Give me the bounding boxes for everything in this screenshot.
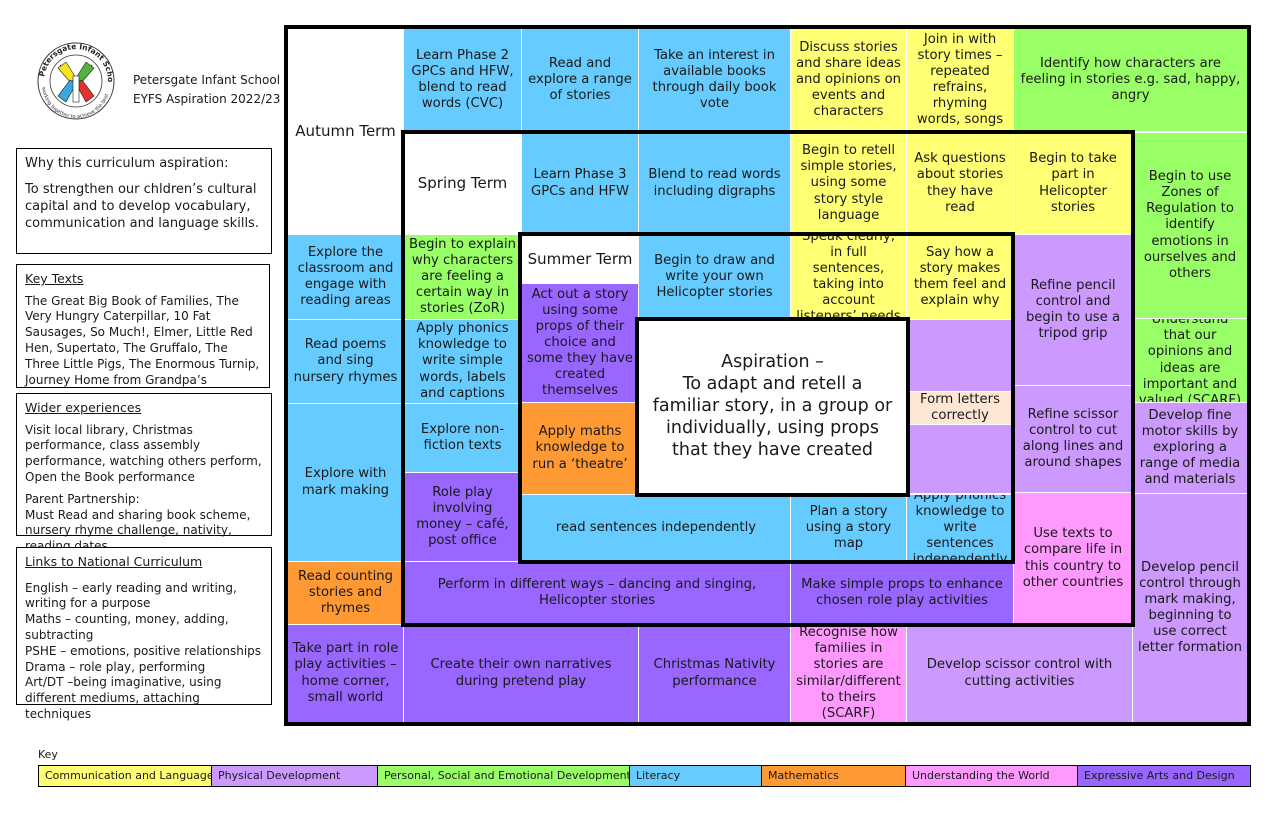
key-physical: Physical Development — [212, 766, 378, 786]
cell-discuss-stories: Discuss stories and share ideas and opin… — [791, 29, 906, 131]
cell-explore-mark: Explore with mark making — [288, 404, 403, 561]
key-texts-box: Key Texts The Great Big Book of Families… — [16, 264, 270, 388]
cell-nativity: Christmas Nativity performance — [639, 625, 790, 722]
cell-pd-blank-bottom — [907, 425, 1013, 493]
cell-pd-blank-top — [907, 320, 1013, 391]
cell-act-out: Act out a story using some props of thei… — [522, 284, 638, 402]
spring-term-label: Spring Term — [404, 133, 521, 234]
cell-draw-write-heli: Begin to draw and write your own Helicop… — [639, 235, 790, 319]
cell-own-narratives: Create their own narratives during prete… — [404, 625, 638, 722]
cell-fine-motor: Develop fine motor skills by exploring a… — [1133, 403, 1247, 493]
cell-pencil-mark: Develop pencil control through mark maki… — [1133, 494, 1247, 722]
wider-experiences-box: Wider experiences Visit local library, C… — [16, 393, 272, 553]
national-line: Maths – counting, money, adding, subtrac… — [25, 612, 229, 642]
national-heading: Links to National Curriculum — [25, 554, 203, 569]
wider-heading: Wider experiences — [25, 400, 142, 415]
cell-say-how: Say how a story makes them feel and expl… — [907, 235, 1013, 319]
national-line: Art/DT –being imaginative, using differe… — [25, 675, 222, 722]
page-subtitle: EYFS Aspiration 2022/23 — [133, 92, 281, 106]
cell-retell-simple: Begin to retell simple stories, using so… — [791, 133, 906, 234]
cell-perform-ways: Perform in different ways – dancing and … — [404, 562, 790, 624]
key-texts-heading: Key Texts — [25, 271, 84, 286]
grid-line — [284, 29, 285, 726]
cell-helicopter-part: Begin to take part in Helicopter stories — [1014, 133, 1132, 234]
key-understanding-world: Understanding the World — [906, 766, 1078, 786]
cell-scissor-develop: Develop scissor control with cutting act… — [907, 625, 1132, 722]
national-curriculum-box: Links to National Curriculum English – e… — [16, 547, 272, 721]
cell-speak-clearly: Speak clearly, in full sentences, taking… — [791, 235, 906, 319]
cell-join-story: Join in with story times – repeated refr… — [907, 29, 1013, 131]
cell-interest-books: Take an interest in available books thro… — [639, 29, 790, 131]
cell-read-explore: Read and explore a range of stories — [522, 29, 638, 131]
windmill-logo-icon: Petersgate Infant School working togethe… — [27, 33, 115, 120]
cell-read-counting: Read counting stories and rhymes — [288, 562, 403, 624]
cell-apply-maths: Apply maths knowledge to run a ‘theatre’ — [522, 403, 638, 494]
cell-understand-opinions: Understand that our opinions and ideas a… — [1133, 319, 1247, 402]
key-psed: Personal, Social and Emotional Developme… — [378, 766, 631, 786]
cell-role-play-home: Take part in role play activities – home… — [288, 625, 403, 722]
cell-explore-nonfiction: Explore non-fiction texts — [404, 404, 521, 472]
national-line: Drama – role play, performing — [25, 659, 206, 674]
why-heading: Why this curriculum aspiration: — [25, 156, 229, 171]
cell-role-play-money: Role play involving money – café, post o… — [404, 473, 521, 561]
why-aspiration-box: Why this curriculum aspiration: To stren… — [16, 148, 272, 254]
national-line: PSHE – emotions, positive relationships — [25, 643, 262, 658]
cell-explore-classroom: Explore the classroom and engage with re… — [288, 235, 403, 319]
key-literacy: Literacy — [630, 766, 762, 786]
key-expressive-arts: Expressive Arts and Design — [1078, 766, 1250, 786]
autumn-term-label: Autumn Term — [288, 29, 403, 234]
cell-simple-props: Make simple props to enhance chosen role… — [791, 562, 1013, 624]
cell-apply-phonics-sentences: Apply phonics knowledge to write sentenc… — [907, 495, 1013, 561]
cell-zones: Begin to use Zones of Regulation to iden… — [1133, 133, 1247, 318]
parent-partnership-heading: Parent Partnership: — [25, 491, 140, 506]
cell-identify-feeling: Identify how characters are feeling in s… — [1014, 29, 1247, 131]
cell-use-texts: Use texts to compare life in this countr… — [1014, 493, 1132, 624]
school-name: Petersgate Infant School — [133, 73, 281, 87]
key-communication: Communication and Language — [39, 766, 214, 786]
wider-body: Visit local library, Christmas performan… — [25, 422, 262, 484]
cell-explain-why: Begin to explain why characters are feel… — [404, 235, 521, 319]
key-legend: Communication and Language Physical Deve… — [38, 765, 1251, 787]
cell-scissor-refine: Refine scissor control to cut along line… — [1014, 386, 1132, 492]
cell-form-letters: Form letters correctly — [907, 392, 1013, 424]
cell-recognise-families: Recognise how families in stories are si… — [791, 625, 906, 722]
cell-phase2: Learn Phase 2 GPCs and HFW, blend to rea… — [404, 29, 521, 131]
key-title: Key — [38, 748, 58, 761]
key-mathematics: Mathematics — [762, 766, 906, 786]
summer-term-label: Summer Term — [522, 235, 638, 283]
cell-read-sentences: read sentences independently — [522, 495, 790, 561]
cell-pencil-tripod: Refine pencil control and begin to use a… — [1014, 235, 1132, 385]
cell-apply-phonics-write: Apply phonics knowledge to write simple … — [404, 320, 521, 403]
school-logo: Petersgate Infant School working togethe… — [27, 33, 122, 122]
cell-blend-digraphs: Blend to read words including digraphs — [639, 133, 790, 234]
cell-ask-questions: Ask questions about stories they have re… — [907, 133, 1013, 234]
aspiration-statement: Aspiration – To adapt and retell a famil… — [639, 320, 906, 494]
national-line: English – early reading and writing, wri… — [25, 580, 237, 611]
key-texts-body: The Great Big Book of Families, The Very… — [25, 293, 260, 387]
cell-read-poems: Read poems and sing nursery rhymes — [288, 320, 403, 403]
cell-plan-story: Plan a story using a story map — [791, 495, 906, 561]
cell-phase3: Learn Phase 3 GPCs and HFW — [522, 133, 638, 234]
why-body: To strengthen our chldren’s cultural cap… — [25, 182, 259, 231]
